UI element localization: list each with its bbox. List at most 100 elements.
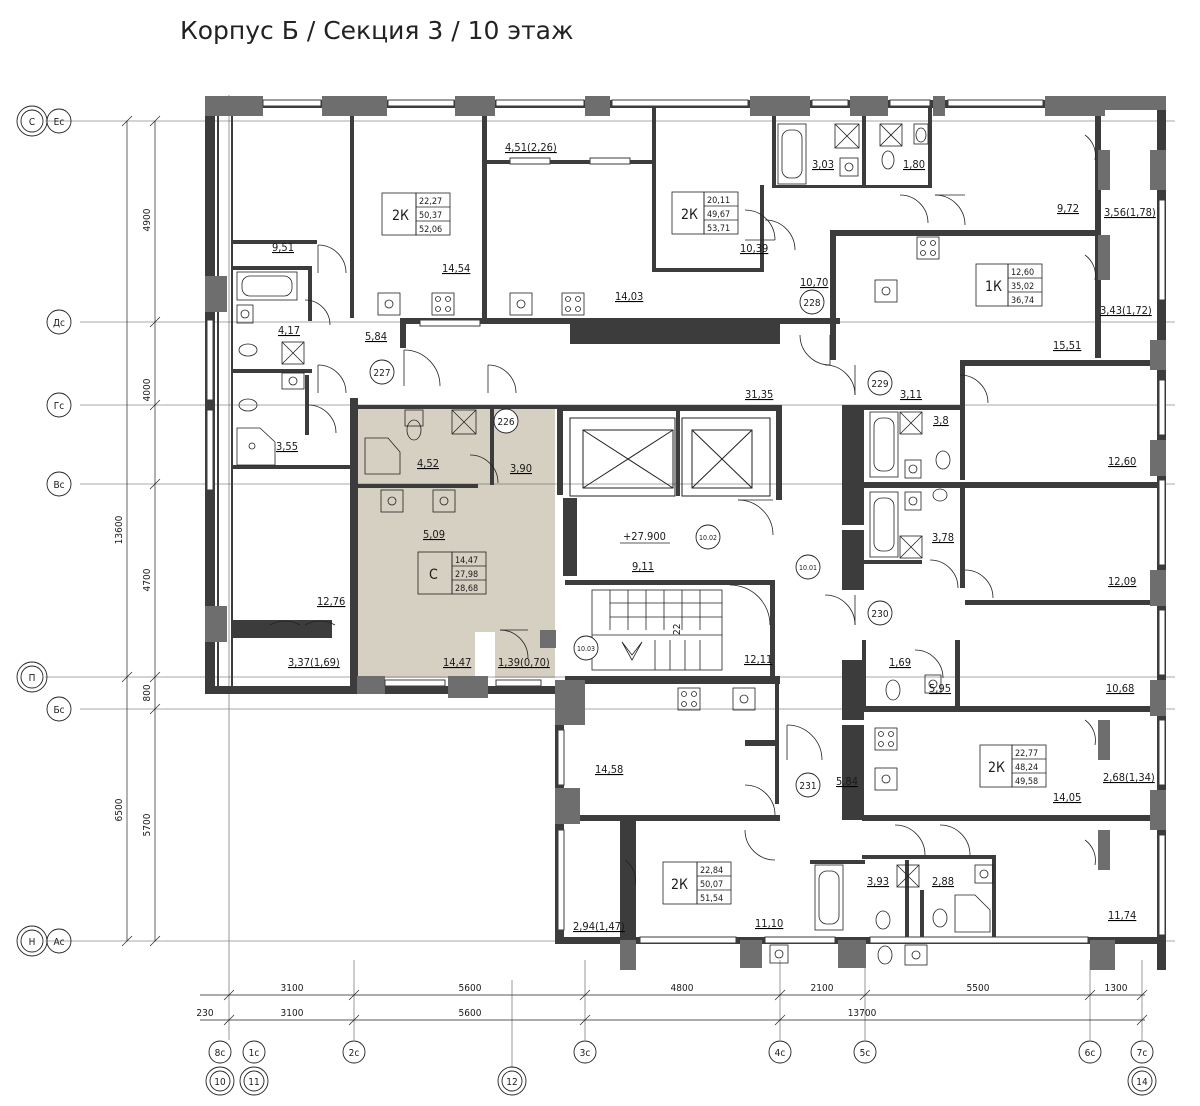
room-number: 230 xyxy=(871,609,888,620)
apartment-total-area-balcony: 52,06 xyxy=(419,225,442,235)
room-number: 10.02 xyxy=(699,534,717,542)
room-area: 3,90 xyxy=(510,462,532,475)
room-area: 2,94(1,47) xyxy=(573,920,625,933)
room-number-circles xyxy=(369,289,893,798)
axis-label: 3с xyxy=(580,1048,591,1059)
room-area: 2,68(1,34) xyxy=(1103,771,1155,784)
dimension-labels: 13600 6500 4900 4000 4700 800 5700 3100 … xyxy=(114,208,1128,1019)
axis-label: 4с xyxy=(775,1048,786,1059)
axis-label: Бс xyxy=(53,705,64,716)
apartment-type: С xyxy=(429,567,438,583)
room-area: 3,56(1,78) xyxy=(1104,206,1156,219)
fixtures xyxy=(236,123,994,966)
room-area: 4,51(2,26) xyxy=(505,141,557,154)
room-area: 31,35 xyxy=(745,388,773,401)
room-area: 9,11 xyxy=(632,560,654,573)
dimension-label: 4000 xyxy=(142,378,153,401)
room-area: 11,10 xyxy=(755,917,783,930)
room-area: 3,03 xyxy=(812,158,834,171)
room-area: 5,84 xyxy=(836,775,858,788)
room-area: 10,68 xyxy=(1106,682,1134,695)
room-area: 5,84 xyxy=(365,330,387,343)
room-area: 5,95 xyxy=(929,682,951,695)
dimension-label: 3100 xyxy=(281,1008,304,1019)
apartment-total-area: 48,24 xyxy=(1015,763,1038,773)
axis-label: Вс xyxy=(53,480,64,491)
room-area: 12,11 xyxy=(744,653,772,666)
room-area: 9,51 xyxy=(272,241,294,254)
apartment-total-area-balcony: 28,68 xyxy=(455,584,478,594)
apartment-total-area-balcony: 53,71 xyxy=(707,224,730,234)
apartment-living-area: 20,11 xyxy=(707,196,730,206)
room-number: 10.01 xyxy=(799,564,817,572)
axis-label: 8с xyxy=(215,1048,226,1059)
room-area: 3,11 xyxy=(900,388,922,401)
room-area: 4,17 xyxy=(278,324,300,337)
columns xyxy=(205,96,1166,970)
axis-label: 1с xyxy=(249,1048,260,1059)
dimension-label: 5700 xyxy=(142,813,153,836)
dimension-label: 230 xyxy=(196,1008,213,1019)
room-area: 12,60 xyxy=(1108,455,1136,468)
axis-labels-left: С Ес Дс Гс Вс П Бс Н Ас xyxy=(29,117,65,948)
room-area: 15,51 xyxy=(1053,339,1081,352)
room-number: 227 xyxy=(373,368,390,379)
apartment-total-area-balcony: 51,54 xyxy=(700,894,723,904)
axis-label: 2с xyxy=(349,1048,360,1059)
dimension-label: 1300 xyxy=(1105,983,1128,994)
dimension-label: 6500 xyxy=(114,798,125,821)
axis-label: Дс xyxy=(53,318,65,329)
room-area: 1,80 xyxy=(903,158,925,171)
stair-arrow-icon xyxy=(621,641,643,661)
axis-label: 6с xyxy=(1085,1048,1096,1059)
room-area: 14,05 xyxy=(1053,791,1081,804)
apartment-tags xyxy=(381,191,1047,905)
room-area: 9,72 xyxy=(1057,202,1079,215)
room-area: 12,76 xyxy=(317,595,345,608)
room-area: 11,74 xyxy=(1108,909,1136,922)
apartment-living-area: 22,84 xyxy=(700,866,723,876)
axis-bubbles-left xyxy=(16,105,72,957)
room-area: 4,52 xyxy=(417,457,439,470)
dimension-label: 4900 xyxy=(142,208,153,231)
room-area: 3,93 xyxy=(867,875,889,888)
apartment-total-area: 35,02 xyxy=(1011,282,1034,292)
apartment-type: 2К xyxy=(681,207,698,223)
room-area: 14,47 xyxy=(443,656,471,669)
room-area: 2,88 xyxy=(932,875,954,888)
room-number-labels: 228 227 226 229 10.02 10.01 230 10.03 23… xyxy=(373,298,888,792)
axis-label: С xyxy=(29,117,35,128)
apartment-tag-texts: 2К 22,27 50,37 52,06 2К 20,11 49,67 53,7… xyxy=(392,196,1038,904)
axis-label: 7с xyxy=(1137,1048,1148,1059)
elevator-shafts xyxy=(569,417,771,497)
dimension-label: 13700 xyxy=(848,1008,877,1019)
apartment-living-area: 12,60 xyxy=(1011,268,1034,278)
room-area: 1,69 xyxy=(889,656,911,669)
axis-label: Н xyxy=(29,937,36,948)
walls xyxy=(205,99,1166,970)
room-area: 14,03 xyxy=(615,290,643,303)
room-area: 5,09 xyxy=(423,528,445,541)
axis-label: 12 xyxy=(506,1077,517,1088)
highlighted-apartment xyxy=(358,405,555,678)
room-area: 12,09 xyxy=(1108,575,1136,588)
axis-label: Ас xyxy=(53,937,64,948)
dimension-lines xyxy=(121,115,1148,1026)
axis-label: Гс xyxy=(54,401,64,412)
apartment-total-area: 49,67 xyxy=(707,210,730,220)
room-area: 14,58 xyxy=(595,763,623,776)
room-area: 3,37(1,69) xyxy=(288,656,340,669)
windows xyxy=(206,99,1166,944)
dimension-label: 4700 xyxy=(142,568,153,591)
axis-label: 5с xyxy=(860,1048,871,1059)
door-swings xyxy=(269,134,1096,886)
dimension-label: 3100 xyxy=(281,983,304,994)
axis-label: П xyxy=(29,673,36,684)
apartment-total-area: 50,07 xyxy=(700,880,723,890)
dimension-label: 5600 xyxy=(459,1008,482,1019)
dimension-label: 4800 xyxy=(671,983,694,994)
room-number: 10.03 xyxy=(577,645,595,653)
room-number: 231 xyxy=(799,781,816,792)
room-area: 14,54 xyxy=(442,262,470,275)
